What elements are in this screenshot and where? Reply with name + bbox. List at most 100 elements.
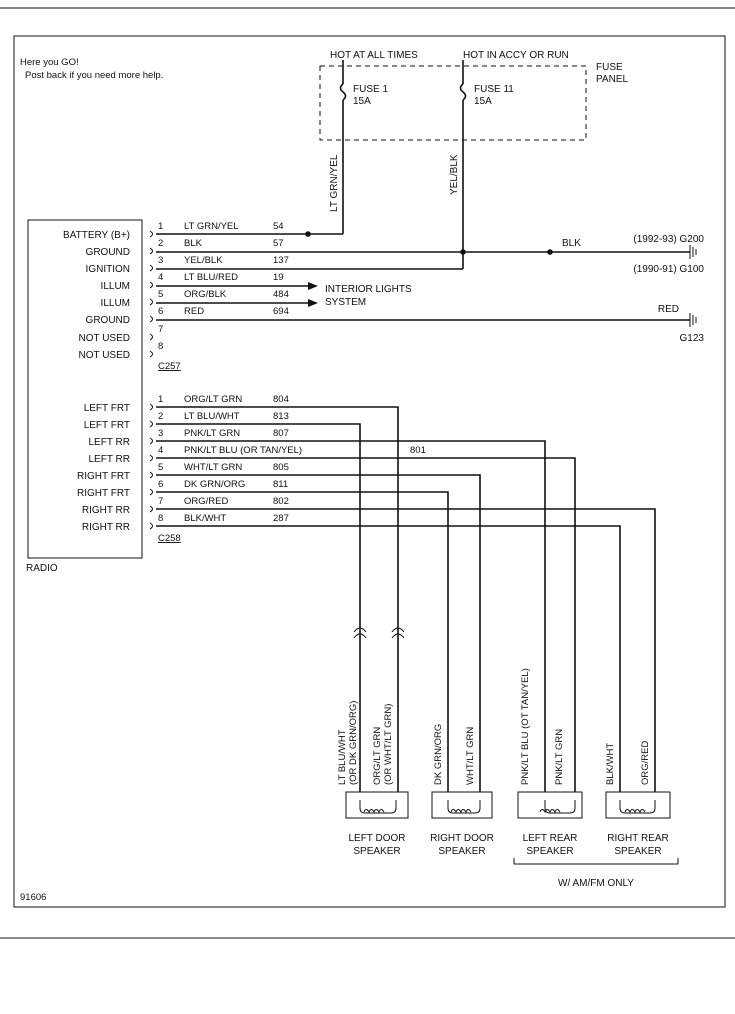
svg-text:RIGHT FRT: RIGHT FRT (77, 488, 130, 499)
radio-box (27, 219, 143, 559)
svg-text:LT GRN/YEL: LT GRN/YEL (184, 221, 239, 232)
fuse-panel-label-1: FUSE (596, 62, 623, 73)
svg-text:LEFT REAR: LEFT REAR (523, 833, 578, 844)
svg-text:57: 57 (273, 238, 284, 249)
fuse-11-name: FUSE 11 (474, 84, 514, 95)
hot-in-accy-label: HOT IN ACCY OR RUN (463, 50, 569, 61)
svg-text:BLK: BLK (184, 238, 203, 249)
svg-text:6: 6 (158, 479, 163, 490)
svg-text:804: 804 (273, 394, 289, 405)
svg-text:SPEAKER: SPEAKER (614, 846, 661, 857)
speaker-left-door: LT BLU/WHT (OR DK GRN/ORG) ORG/LT GRN (O… (337, 701, 409, 857)
svg-text:1: 1 (158, 394, 163, 405)
svg-text:ILLUM: ILLUM (101, 281, 130, 292)
svg-text:5: 5 (158, 289, 163, 300)
grounds: BLK (1992-93) G200 (1990-91) G100 RED G1… (562, 234, 704, 344)
svg-text:DK GRN/ORG: DK GRN/ORG (433, 724, 444, 785)
svg-text:BLK/WHT: BLK/WHT (605, 743, 616, 785)
svg-text:NOT USED: NOT USED (79, 333, 131, 344)
arrow-icon (308, 282, 318, 290)
svg-text:5: 5 (158, 462, 163, 473)
svg-text:PNK/LT BLU (OT TAN/YEL): PNK/LT BLU (OT TAN/YEL) (520, 668, 531, 785)
power-wires: INTERIOR LIGHTS SYSTEM (156, 231, 690, 321)
svg-text:LEFT RR: LEFT RR (89, 454, 131, 465)
svg-text:54: 54 (273, 221, 284, 232)
diagram-frame (13, 35, 726, 908)
connector-icon (391, 627, 405, 639)
svg-text:7: 7 (158, 324, 163, 335)
svg-text:WHT/LT GRN: WHT/LT GRN (465, 727, 476, 785)
svg-text:RIGHT DOOR: RIGHT DOOR (430, 833, 494, 844)
svg-text:4: 4 (158, 445, 163, 456)
svg-text:RIGHT FRT: RIGHT FRT (77, 471, 130, 482)
svg-text:(OR DK GRN/ORG): (OR DK GRN/ORG) (348, 701, 359, 785)
svg-text:3: 3 (158, 255, 163, 266)
connector-c258: C258 (158, 533, 181, 544)
svg-text:LT BLU/WHT: LT BLU/WHT (337, 729, 348, 785)
svg-text:484: 484 (273, 289, 289, 300)
ground-blk-label: BLK (562, 238, 581, 249)
svg-text:PNK/LT BLU (OR TAN/YEL): PNK/LT BLU (OR TAN/YEL) (184, 445, 302, 456)
svg-text:811: 811 (273, 479, 288, 490)
note-line-1: Here you GO! (20, 57, 79, 68)
svg-text:2: 2 (158, 411, 163, 422)
arrow-icon (308, 299, 318, 307)
svg-text:RIGHT RR: RIGHT RR (82, 505, 130, 516)
ground-g100-label: (1990-91) G100 (633, 264, 704, 275)
ground-g200-label: (1992-93) G200 (633, 234, 704, 245)
svg-text:ORG/BLK: ORG/BLK (184, 289, 227, 300)
speaker-icon (345, 791, 409, 819)
ground-g123-label: G123 (680, 333, 705, 344)
radio-label: RADIO (26, 563, 58, 574)
svg-text:SPEAKER: SPEAKER (438, 846, 485, 857)
svg-text:BLK/WHT: BLK/WHT (184, 513, 226, 524)
svg-text:ORG/RED: ORG/RED (640, 741, 651, 785)
svg-text:137: 137 (273, 255, 289, 266)
speaker-wires (156, 406, 656, 792)
speaker-icon (517, 791, 583, 819)
svg-text:4: 4 (158, 272, 163, 283)
fuse-11-amp: 15A (474, 96, 492, 107)
am-fm-note: W/ AM/FM ONLY (558, 878, 634, 889)
pin-top-7: NOT USED 7 (79, 324, 164, 344)
ground-icon (689, 313, 697, 327)
speaker-left-rear: PNK/LT BLU (OT TAN/YEL) PNK/LT GRN LEFT … (517, 668, 583, 857)
svg-text:NOT USED: NOT USED (79, 350, 131, 361)
svg-text:287: 287 (273, 513, 289, 524)
svg-text:SPEAKER: SPEAKER (353, 846, 400, 857)
svg-text:LEFT FRT: LEFT FRT (84, 403, 130, 414)
svg-text:ORG/LT GRN: ORG/LT GRN (372, 727, 383, 785)
svg-text:807: 807 (273, 428, 289, 439)
svg-text:7: 7 (158, 496, 163, 507)
interior-lights-label-1: INTERIOR LIGHTS (325, 284, 412, 295)
svg-text:19: 19 (273, 272, 284, 283)
svg-text:RED: RED (184, 306, 204, 317)
svg-text:6: 6 (158, 306, 163, 317)
svg-text:ORG/LT GRN: ORG/LT GRN (184, 394, 242, 405)
speaker-right-door: DK GRN/ORG WHT/LT GRN RIGHT DOOR SPEAKER (430, 724, 494, 857)
connector-icon (353, 627, 367, 639)
interior-lights-label-2: SYSTEM (325, 297, 366, 308)
wire-lt-grn-yel-label: LT GRN/YEL (329, 154, 340, 212)
svg-text:RIGHT REAR: RIGHT REAR (607, 833, 669, 844)
svg-text:805: 805 (273, 462, 289, 473)
figure-id: 91606 (20, 892, 46, 903)
svg-text:ORG/RED: ORG/RED (184, 496, 228, 507)
svg-text:8: 8 (158, 513, 163, 524)
svg-text:PNK/LT GRN: PNK/LT GRN (554, 729, 565, 785)
svg-text:801: 801 (410, 445, 426, 456)
svg-text:(OR WHT/LT GRN): (OR WHT/LT GRN) (383, 704, 394, 785)
svg-text:SPEAKER: SPEAKER (526, 846, 573, 857)
svg-text:BATTERY (B+): BATTERY (B+) (63, 230, 130, 241)
